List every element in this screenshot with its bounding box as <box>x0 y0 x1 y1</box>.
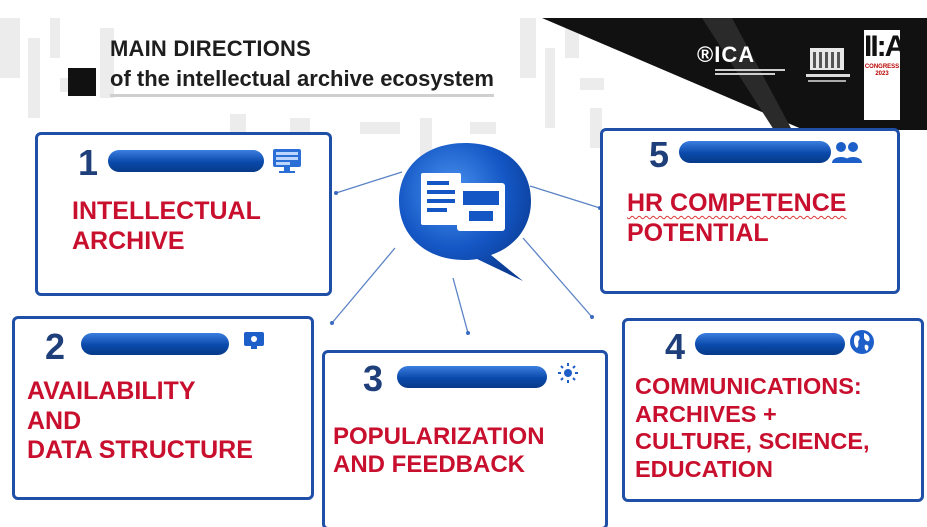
box-title-line: HR COMPETENCE <box>627 189 847 217</box>
ica-subtitle-lines <box>715 69 785 75</box>
box-title-line: INTELLECTUAL <box>72 197 261 225</box>
sun-icon <box>558 363 578 383</box>
box-title-bar <box>108 150 264 172</box>
title-bullet-square <box>68 67 96 96</box>
ica-logo: ®ICA <box>697 42 785 78</box>
box-number: 2 <box>45 326 66 367</box>
box-title-line: POTENTIAL <box>627 218 769 247</box>
congress-logo-sub-1: CONGRESS <box>864 64 900 70</box>
box-title-bar <box>81 333 229 355</box>
direction-box-3: 3 POPULARIZATION AND FEEDBACK <box>322 350 608 527</box>
box-title-bar <box>679 141 831 163</box>
congress-logo: II:A CONGRESS 2023 <box>864 30 906 120</box>
box-title: COMMUNICATIONS: ARCHIVES + CULTURE, SCIE… <box>635 373 870 484</box>
box-title-line: COMMUNICATIONS: <box>635 373 862 399</box>
archive-documents-icon <box>399 143 531 281</box>
national-archive-logo <box>806 48 850 82</box>
people-icon <box>832 142 862 163</box>
box-title-line: DATA STRUCTURE <box>27 436 253 464</box>
box-number: 1 <box>78 142 99 183</box>
box-title-line: AVAILABILITY <box>27 377 196 405</box>
page-title: MAIN DIRECTIONS of the intellectual arch… <box>68 36 494 97</box>
box-title: AVAILABILITY AND DATA STRUCTURE <box>27 377 253 466</box>
box-title: HR COMPETENCE POTENTIAL <box>627 189 846 248</box>
box-title: POPULARIZATION AND FEEDBACK <box>333 423 545 480</box>
ica-logo-subtitle <box>715 68 785 78</box>
box-number: 5 <box>649 134 670 175</box>
box-title-line: POPULARIZATION <box>333 423 545 450</box>
screen-icon <box>244 332 264 349</box>
congress-logo-sub-2: 2023 <box>875 71 889 77</box>
box-title-bar <box>695 333 845 355</box>
box-number: 4 <box>665 326 686 367</box>
direction-box-4: 4 COMMUNICATIONS: ARCHIVES + CULTURE, SC… <box>622 318 924 502</box>
title-subtitle: of the intellectual archive ecosystem <box>110 66 494 97</box>
direction-box-5: 5 HR COMPETENCE POTENTIAL <box>600 128 900 294</box>
ica-logo-text: ®ICA <box>697 42 756 67</box>
box-title-line: AND FEEDBACK <box>333 451 525 479</box>
box-title-line: EDUCATION <box>635 456 773 483</box>
direction-box-2: 2 AVAILABILITY AND DATA STRUCTURE <box>12 316 314 500</box>
box-title: INTELLECTUAL ARCHIVE <box>72 197 261 256</box>
box-title-line: CULTURE, SCIENCE, <box>635 428 870 455</box>
box-title-line: ARCHIVES + <box>635 400 777 427</box>
box-number: 3 <box>363 358 384 399</box>
direction-box-1: 1 INTELLECTUAL ARCHIVE <box>35 132 332 296</box>
monitor-icon <box>273 149 301 173</box>
congress-logo-mark: II:A <box>864 30 906 63</box>
box-title-line: AND <box>27 406 82 435</box>
title-main: MAIN DIRECTIONS <box>110 36 311 61</box>
box-title-bar <box>397 366 547 388</box>
globe-icon <box>850 330 874 354</box>
box-title-line: ARCHIVE <box>72 226 185 255</box>
